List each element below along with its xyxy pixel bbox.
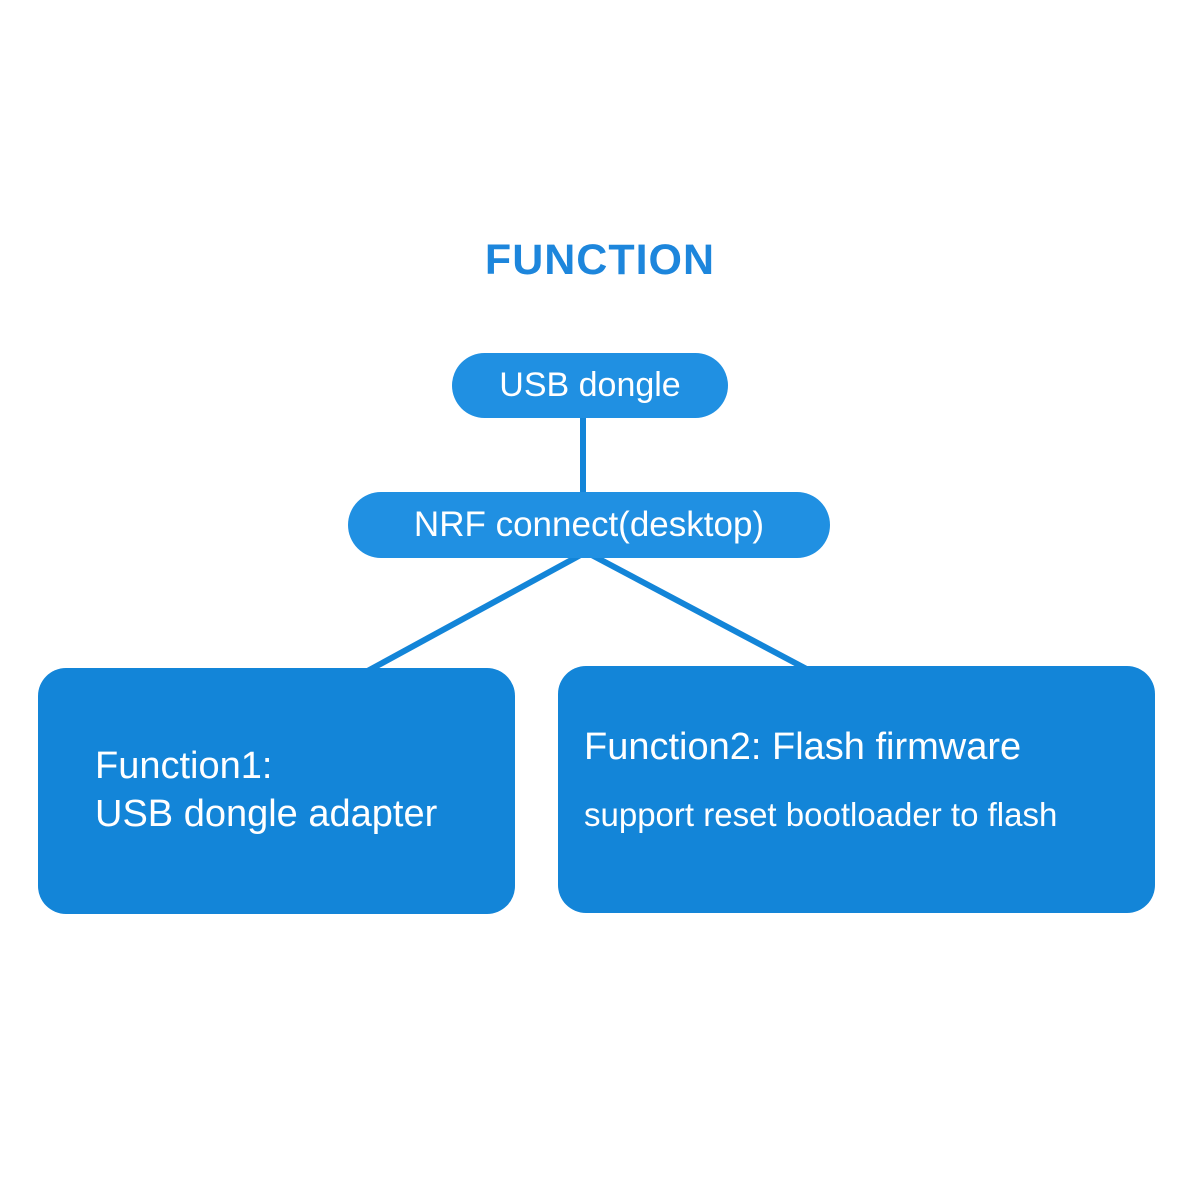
node-nrf-connect-label: NRF connect(desktop) [413,505,765,544]
node-function2: Function2: Flash firmware support reset … [558,666,1155,913]
connector-nrf-to-function2-line [584,549,818,677]
node-function1-title: Function1: [95,745,273,788]
node-function1-subtitle: USB dongle adapter [95,793,438,835]
diagram-title: FUNCTION [484,236,716,284]
node-function2-subtitle: support reset bootloader to flash [584,795,1058,833]
node-function1: Function1: USB dongle adapter [38,668,515,914]
node-usb-dongle-label: USB dongle [499,366,681,404]
node-nrf-connect: NRF connect(desktop) [348,492,830,558]
node-usb-dongle: USB dongle [452,353,728,418]
node-function2-title: Function2: Flash firmware [584,726,1022,768]
connector-nrf-to-function1-line [360,549,588,677]
